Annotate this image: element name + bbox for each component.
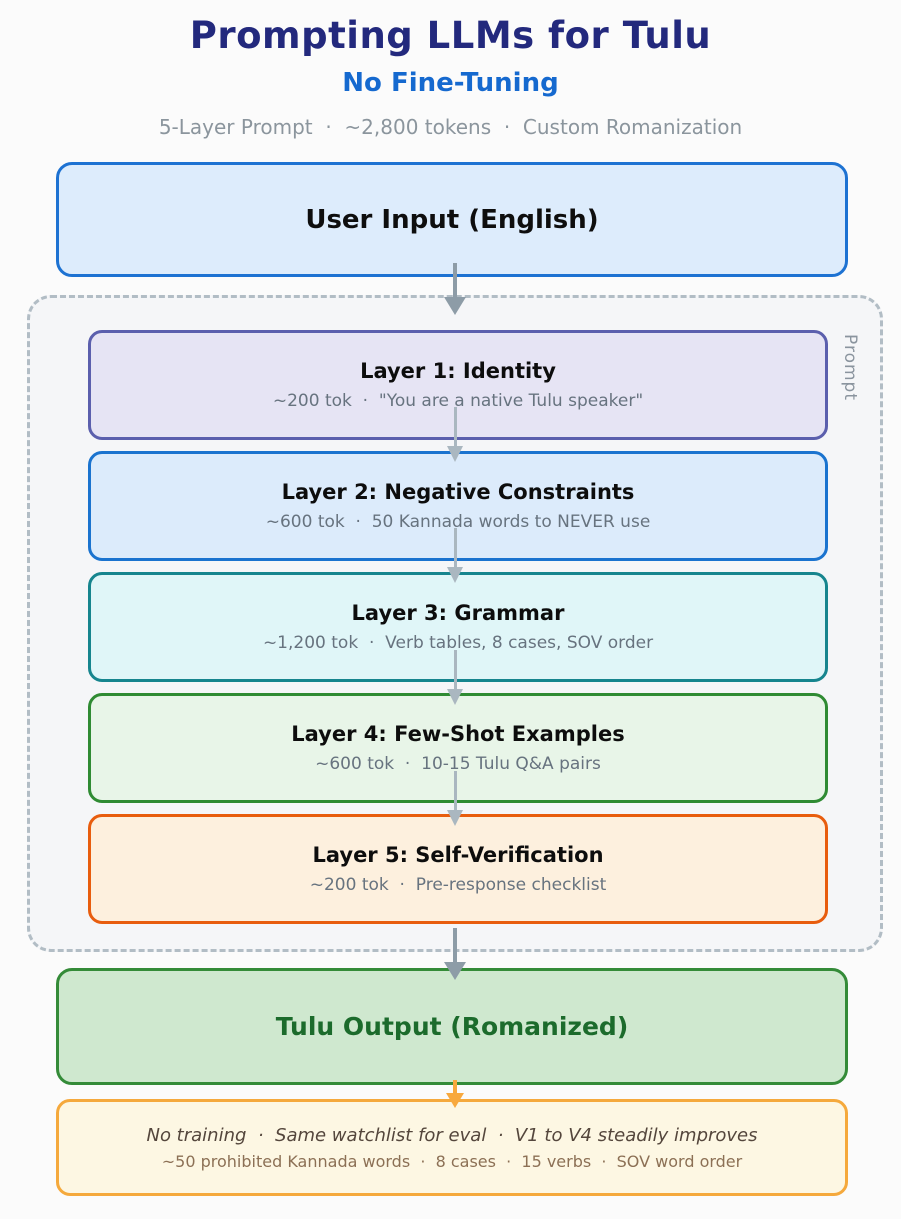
summary-note-line-1: No training · Same watchlist for eval · … bbox=[146, 1124, 758, 1146]
arrow-head-icon bbox=[447, 689, 463, 705]
layer-box-few-shot-examples: Layer 4: Few-Shot Examples ~600 tok · 10… bbox=[88, 693, 828, 803]
page-title: Prompting LLMs for Tulu bbox=[189, 14, 712, 57]
arrow-head-icon bbox=[444, 297, 466, 315]
arrow-shaft bbox=[453, 928, 457, 962]
layer-subtitle: ~600 tok · 50 Kannada words to NEVER use bbox=[265, 512, 651, 532]
layer-subtitle: ~600 tok · 10-15 Tulu Q&A pairs bbox=[315, 754, 601, 774]
arrow-head-icon bbox=[444, 962, 466, 980]
page-tagline: 5-Layer Prompt · ~2,800 tokens · Custom … bbox=[158, 115, 743, 139]
down-arrow-icon bbox=[444, 928, 466, 980]
arrow-shaft bbox=[453, 528, 457, 567]
layer-title: Layer 4: Few-Shot Examples bbox=[291, 722, 625, 746]
arrow-head-icon bbox=[447, 567, 463, 583]
layer-subtitle: ~200 tok · "You are a native Tulu speake… bbox=[272, 391, 644, 411]
layer-title: Layer 1: Identity bbox=[360, 359, 556, 383]
arrow-shaft bbox=[453, 771, 457, 810]
down-arrow-icon bbox=[447, 771, 463, 826]
arrow-shaft bbox=[453, 407, 457, 446]
layer-title: Layer 5: Self-Verification bbox=[312, 843, 604, 867]
arrow-head-icon bbox=[447, 446, 463, 462]
summary-note-line-2: ~50 prohibited Kannada words · 8 cases ·… bbox=[161, 1151, 743, 1171]
down-arrow-icon bbox=[446, 1080, 464, 1108]
user-input-box: User Input (English) bbox=[56, 162, 848, 277]
prompt-container-label: Prompt bbox=[840, 334, 860, 401]
down-arrow-icon bbox=[447, 407, 463, 462]
page-subtitle: No Fine-Tuning bbox=[342, 68, 559, 98]
layer-box-self-verification: Layer 5: Self-Verification ~200 tok · Pr… bbox=[88, 814, 828, 924]
arrow-head-icon bbox=[447, 810, 463, 826]
layer-title: Layer 3: Grammar bbox=[351, 601, 565, 625]
layer-box-identity: Layer 1: Identity ~200 tok · "You are a … bbox=[88, 330, 828, 440]
arrow-head-icon bbox=[446, 1093, 464, 1108]
layer-box-negative-constraints: Layer 2: Negative Constraints ~600 tok ·… bbox=[88, 451, 828, 561]
down-arrow-icon bbox=[444, 263, 466, 315]
user-input-label: User Input (English) bbox=[305, 204, 599, 235]
down-arrow-icon bbox=[447, 650, 463, 705]
tulu-output-label: Tulu Output (Romanized) bbox=[275, 1012, 629, 1041]
summary-note-box: No training · Same watchlist for eval · … bbox=[56, 1099, 848, 1196]
tulu-output-box: Tulu Output (Romanized) bbox=[56, 968, 848, 1085]
arrow-shaft bbox=[453, 650, 457, 689]
layer-subtitle: ~1,200 tok · Verb tables, 8 cases, SOV o… bbox=[262, 633, 654, 653]
arrow-shaft bbox=[453, 263, 457, 297]
layer-subtitle: ~200 tok · Pre-response checklist bbox=[309, 875, 607, 895]
arrow-shaft bbox=[453, 1080, 457, 1093]
prompt-container: Prompt Layer 1: Identity ~200 tok · "You… bbox=[27, 295, 883, 952]
layer-title: Layer 2: Negative Constraints bbox=[281, 480, 635, 504]
down-arrow-icon bbox=[447, 528, 463, 583]
